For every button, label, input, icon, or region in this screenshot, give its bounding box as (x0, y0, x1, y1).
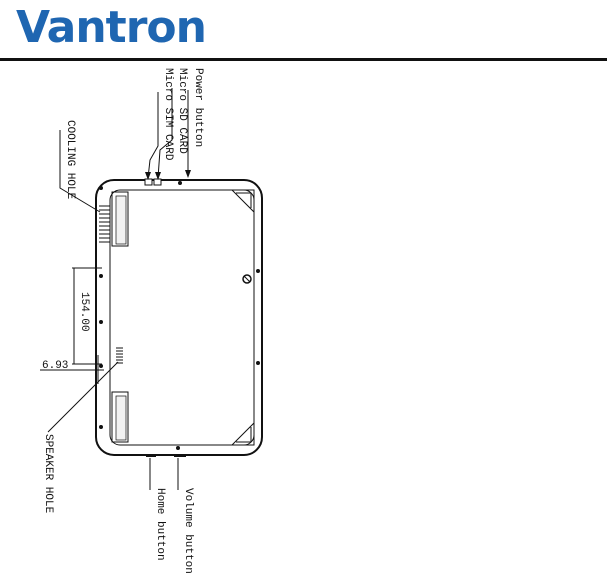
dimension-154-label: 154.00 (78, 292, 90, 332)
power-button-label: Power button (192, 68, 204, 147)
dimension-6-93-label: 6.93 (42, 360, 68, 372)
header-rule-right (360, 58, 607, 61)
home-button-label: Home button (154, 488, 166, 561)
cooling-hole-vents (99, 206, 110, 242)
volume-button-label: Volume button (182, 488, 194, 574)
speaker-block-inner (116, 396, 126, 440)
micro-sd-slot (154, 179, 161, 185)
speaker-hole-vents (116, 348, 123, 363)
micro-sd-card-label: Micro SD CARD (176, 68, 188, 154)
corner-bumper-top-right-inner (236, 193, 251, 208)
micro-sim-slot (145, 179, 152, 185)
corner-bumper-bottom-right-inner (236, 427, 251, 442)
cooling-hole-label: COOLING HOLE (64, 120, 76, 200)
tablet-inner-panel (110, 190, 254, 445)
micro-sim-card-label: Micro SIM CARD (162, 68, 174, 161)
cooling-block-inner (116, 196, 126, 244)
speaker-hole-label: SPEAKER HOLE (42, 434, 54, 514)
